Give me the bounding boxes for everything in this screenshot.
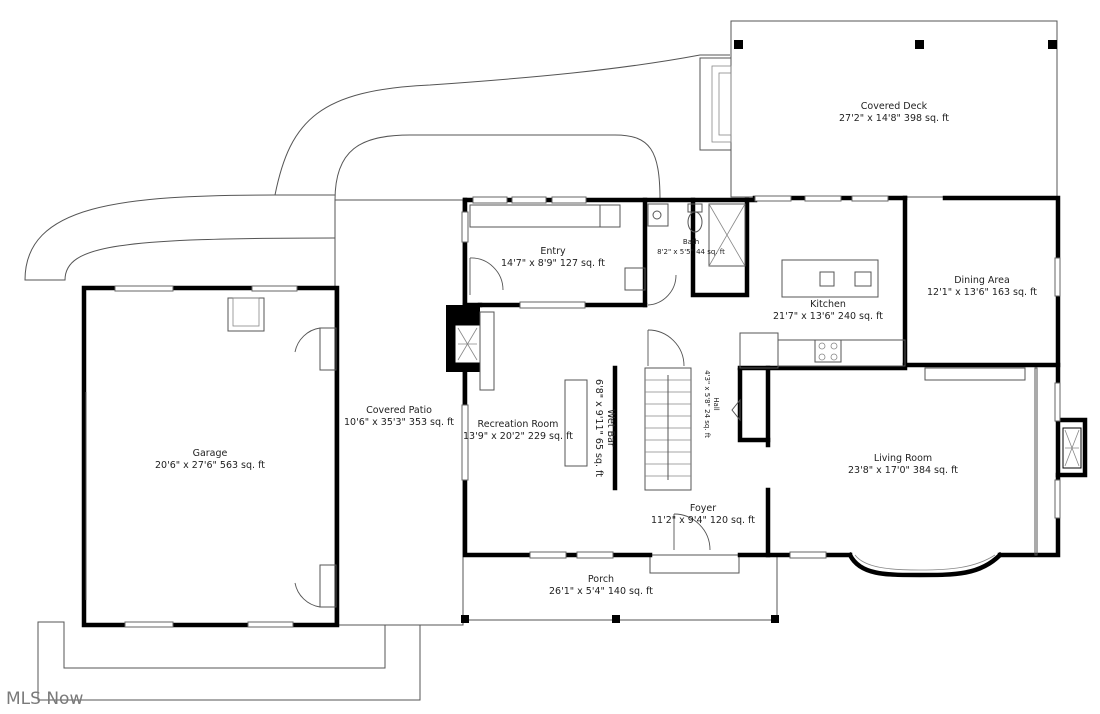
room-label-entry: Entry 14'7" x 8'9" 127 sq. ft [501, 246, 605, 269]
windows [461, 195, 1061, 559]
porch [461, 554, 779, 623]
room-dims: 14'7" x 8'9" 127 sq. ft [501, 258, 605, 269]
bay-window [846, 551, 1004, 578]
fireplace-recreation [446, 305, 495, 391]
room-label-dining-area: Dining Area 12'1" x 13'6" 163 sq. ft [927, 275, 1037, 298]
room-label-hall: Hall 4'3" x 5'8" 24 sq. ft [703, 370, 720, 438]
doors [469, 257, 711, 551]
room-dims: 6'8" x 9'11" 65 sq. ft [593, 379, 604, 477]
room-label-wet-bar: Wet Bar 6'8" x 9'11" 65 sq. ft [593, 379, 616, 477]
room-label-kitchen: Kitchen 21'7" x 13'6" 240 sq. ft [773, 299, 883, 322]
room-label-covered-patio: Covered Patio 10'6" x 35'3" 353 sq. ft [344, 405, 454, 428]
garage [81, 285, 340, 628]
room-name: Hall [712, 397, 720, 410]
room-name: Recreation Room [478, 419, 559, 430]
room-name: Covered Patio [366, 405, 432, 416]
room-dims: 20'6" x 27'6" 563 sq. ft [155, 460, 265, 471]
driveway-outline [24, 54, 730, 701]
room-name: Dining Area [954, 275, 1010, 286]
room-dims: 4'3" x 5'8" 24 sq. ft [703, 370, 711, 438]
room-name: Garage [193, 448, 228, 459]
room-label-foyer: Foyer 11'2" x 9'4" 120 sq. ft [651, 503, 755, 526]
room-dims: 10'6" x 35'3" 353 sq. ft [344, 417, 454, 428]
room-label-garage: Garage 20'6" x 27'6" 563 sq. ft [155, 448, 265, 471]
room-name: Foyer [690, 503, 716, 514]
room-dims: 13'9" x 20'2" 229 sq. ft [463, 431, 573, 442]
fireplace-living [1062, 427, 1082, 469]
room-name: Living Room [874, 453, 932, 464]
room-label-bath: Bath 8'2" x 5'5" 44 sq. ft [657, 238, 725, 256]
room-dims: 26'1" x 5'4" 140 sq. ft [549, 586, 653, 597]
room-label-recreation-room: Recreation Room 13'9" x 20'2" 229 sq. ft [463, 419, 573, 442]
interior-fixtures [469, 203, 1038, 556]
room-dims: 8'2" x 5'5" 44 sq. ft [657, 248, 725, 256]
room-name: Kitchen [810, 299, 846, 310]
watermark-logo: MLS Now [6, 689, 83, 709]
room-name: Entry [540, 246, 566, 257]
room-name: Wet Bar [605, 409, 616, 447]
room-name: Bath [683, 238, 699, 246]
room-label-living-room: Living Room 23'8" x 17'0" 384 sq. ft [848, 453, 958, 476]
room-dims: 11'2" x 9'4" 120 sq. ft [651, 515, 755, 526]
room-label-covered-deck: Covered Deck 27'2" x 14'8" 398 sq. ft [839, 101, 949, 124]
room-dims: 12'1" x 13'6" 163 sq. ft [927, 287, 1037, 298]
room-dims: 27'2" x 14'8" 398 sq. ft [839, 113, 949, 124]
room-name: Covered Deck [861, 101, 928, 112]
room-label-porch: Porch 26'1" x 5'4" 140 sq. ft [549, 574, 653, 597]
room-dims: 23'8" x 17'0" 384 sq. ft [848, 465, 958, 476]
room-name: Porch [588, 574, 614, 585]
room-dims: 21'7" x 13'6" 240 sq. ft [773, 311, 883, 322]
